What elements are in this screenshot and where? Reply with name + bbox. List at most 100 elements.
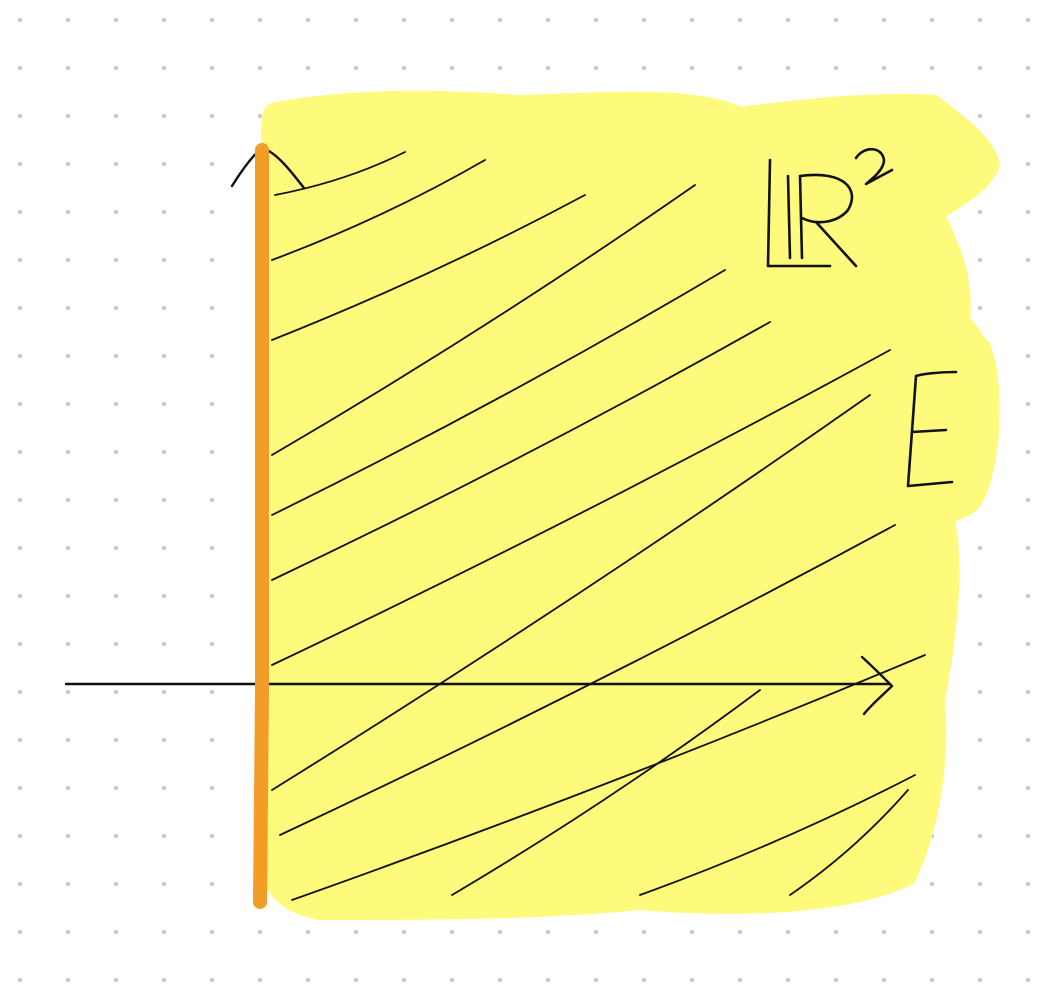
grid-dot: [161, 17, 167, 23]
grid-dot: [113, 257, 119, 263]
grid-dot: [833, 65, 839, 71]
grid-dot: [65, 977, 71, 983]
grid-dot: [113, 545, 119, 551]
grid-dot: [17, 929, 23, 935]
grid-dot: [257, 17, 263, 23]
grid-dot: [65, 881, 71, 887]
grid-dot: [209, 209, 215, 215]
grid-dot: [65, 449, 71, 455]
grid-dot: [113, 881, 119, 887]
grid-dot: [65, 257, 71, 263]
grid-dot: [113, 353, 119, 359]
grid-dot: [113, 497, 119, 503]
grid-dot: [257, 113, 263, 119]
grid-dot: [209, 65, 215, 71]
grid-dot: [1025, 641, 1031, 647]
grid-dot: [113, 401, 119, 407]
grid-dot: [545, 17, 551, 23]
grid-dot: [1025, 545, 1031, 551]
grid-dot: [881, 17, 887, 23]
grid-dot: [113, 689, 119, 695]
grid-dot: [113, 65, 119, 71]
hatch-line: [271, 269, 726, 516]
grid-dot: [209, 833, 215, 839]
grid-dot: [449, 929, 455, 935]
grid-dot: [65, 65, 71, 71]
grid-dot: [929, 929, 935, 935]
grid-dot: [209, 449, 215, 455]
grid-dot: [17, 545, 23, 551]
grid-dot: [305, 977, 311, 983]
grid-dot: [209, 161, 215, 167]
grid-dot: [17, 497, 23, 503]
grid-dot: [113, 17, 119, 23]
grid-dot: [977, 305, 983, 311]
grid-dot: [161, 113, 167, 119]
grid-dot: [641, 65, 647, 71]
grid-dot: [449, 977, 455, 983]
grid-dot: [65, 401, 71, 407]
hatch-line: [271, 184, 696, 456]
grid-dot: [1025, 689, 1031, 695]
grid-dot: [209, 977, 215, 983]
grid-dot: [545, 977, 551, 983]
grid-dot: [977, 881, 983, 887]
grid-dot: [977, 929, 983, 935]
grid-dot: [161, 449, 167, 455]
grid-dot: [17, 833, 23, 839]
hatch-line: [274, 151, 406, 196]
grid-dot: [161, 833, 167, 839]
grid-dot: [1025, 737, 1031, 743]
grid-dot: [113, 593, 119, 599]
hatch-line: [271, 394, 871, 791]
grid-dot: [1025, 161, 1031, 167]
grid-dot: [929, 881, 935, 887]
grid-dot: [1025, 593, 1031, 599]
grid-dot: [209, 353, 215, 359]
grid-dot: [977, 257, 983, 263]
grid-dot: [65, 929, 71, 935]
halfplane-boundary-line: [253, 143, 269, 909]
grid-dot: [17, 737, 23, 743]
grid-dot: [305, 17, 311, 23]
grid-dot: [785, 17, 791, 23]
grid-dot: [833, 977, 839, 983]
grid-dot: [785, 929, 791, 935]
grid-dot: [977, 977, 983, 983]
grid-dot: [353, 17, 359, 23]
grid-dot: [113, 785, 119, 791]
highlighted-region-E: [261, 90, 1000, 920]
grid-dot: [209, 401, 215, 407]
grid-dot: [65, 593, 71, 599]
grid-dot: [641, 17, 647, 23]
grid-dot: [977, 785, 983, 791]
highlight-main-area: [261, 90, 1000, 920]
grid-dot: [785, 65, 791, 71]
grid-dot: [161, 545, 167, 551]
grid-dot: [161, 737, 167, 743]
grid-dot: [65, 641, 71, 647]
grid-dot: [689, 17, 695, 23]
grid-dot: [17, 353, 23, 359]
grid-dot: [257, 929, 263, 935]
grid-dot: [161, 641, 167, 647]
grid-dot: [17, 305, 23, 311]
grid-dot: [17, 65, 23, 71]
grid-dot: [353, 65, 359, 71]
grid-dot: [689, 977, 695, 983]
grid-dot: [113, 305, 119, 311]
grid-dot: [497, 17, 503, 23]
grid-dot: [929, 17, 935, 23]
grid-dot: [1025, 449, 1031, 455]
grid-dot: [17, 17, 23, 23]
grid-dot: [593, 65, 599, 71]
grid-dot: [161, 689, 167, 695]
grid-dot: [65, 113, 71, 119]
grid-dot: [737, 17, 743, 23]
grid-dot: [977, 209, 983, 215]
grid-dot: [209, 305, 215, 311]
grid-dot: [209, 497, 215, 503]
x-axis: [64, 655, 894, 716]
grid-dot: [833, 17, 839, 23]
grid-dot: [113, 209, 119, 215]
